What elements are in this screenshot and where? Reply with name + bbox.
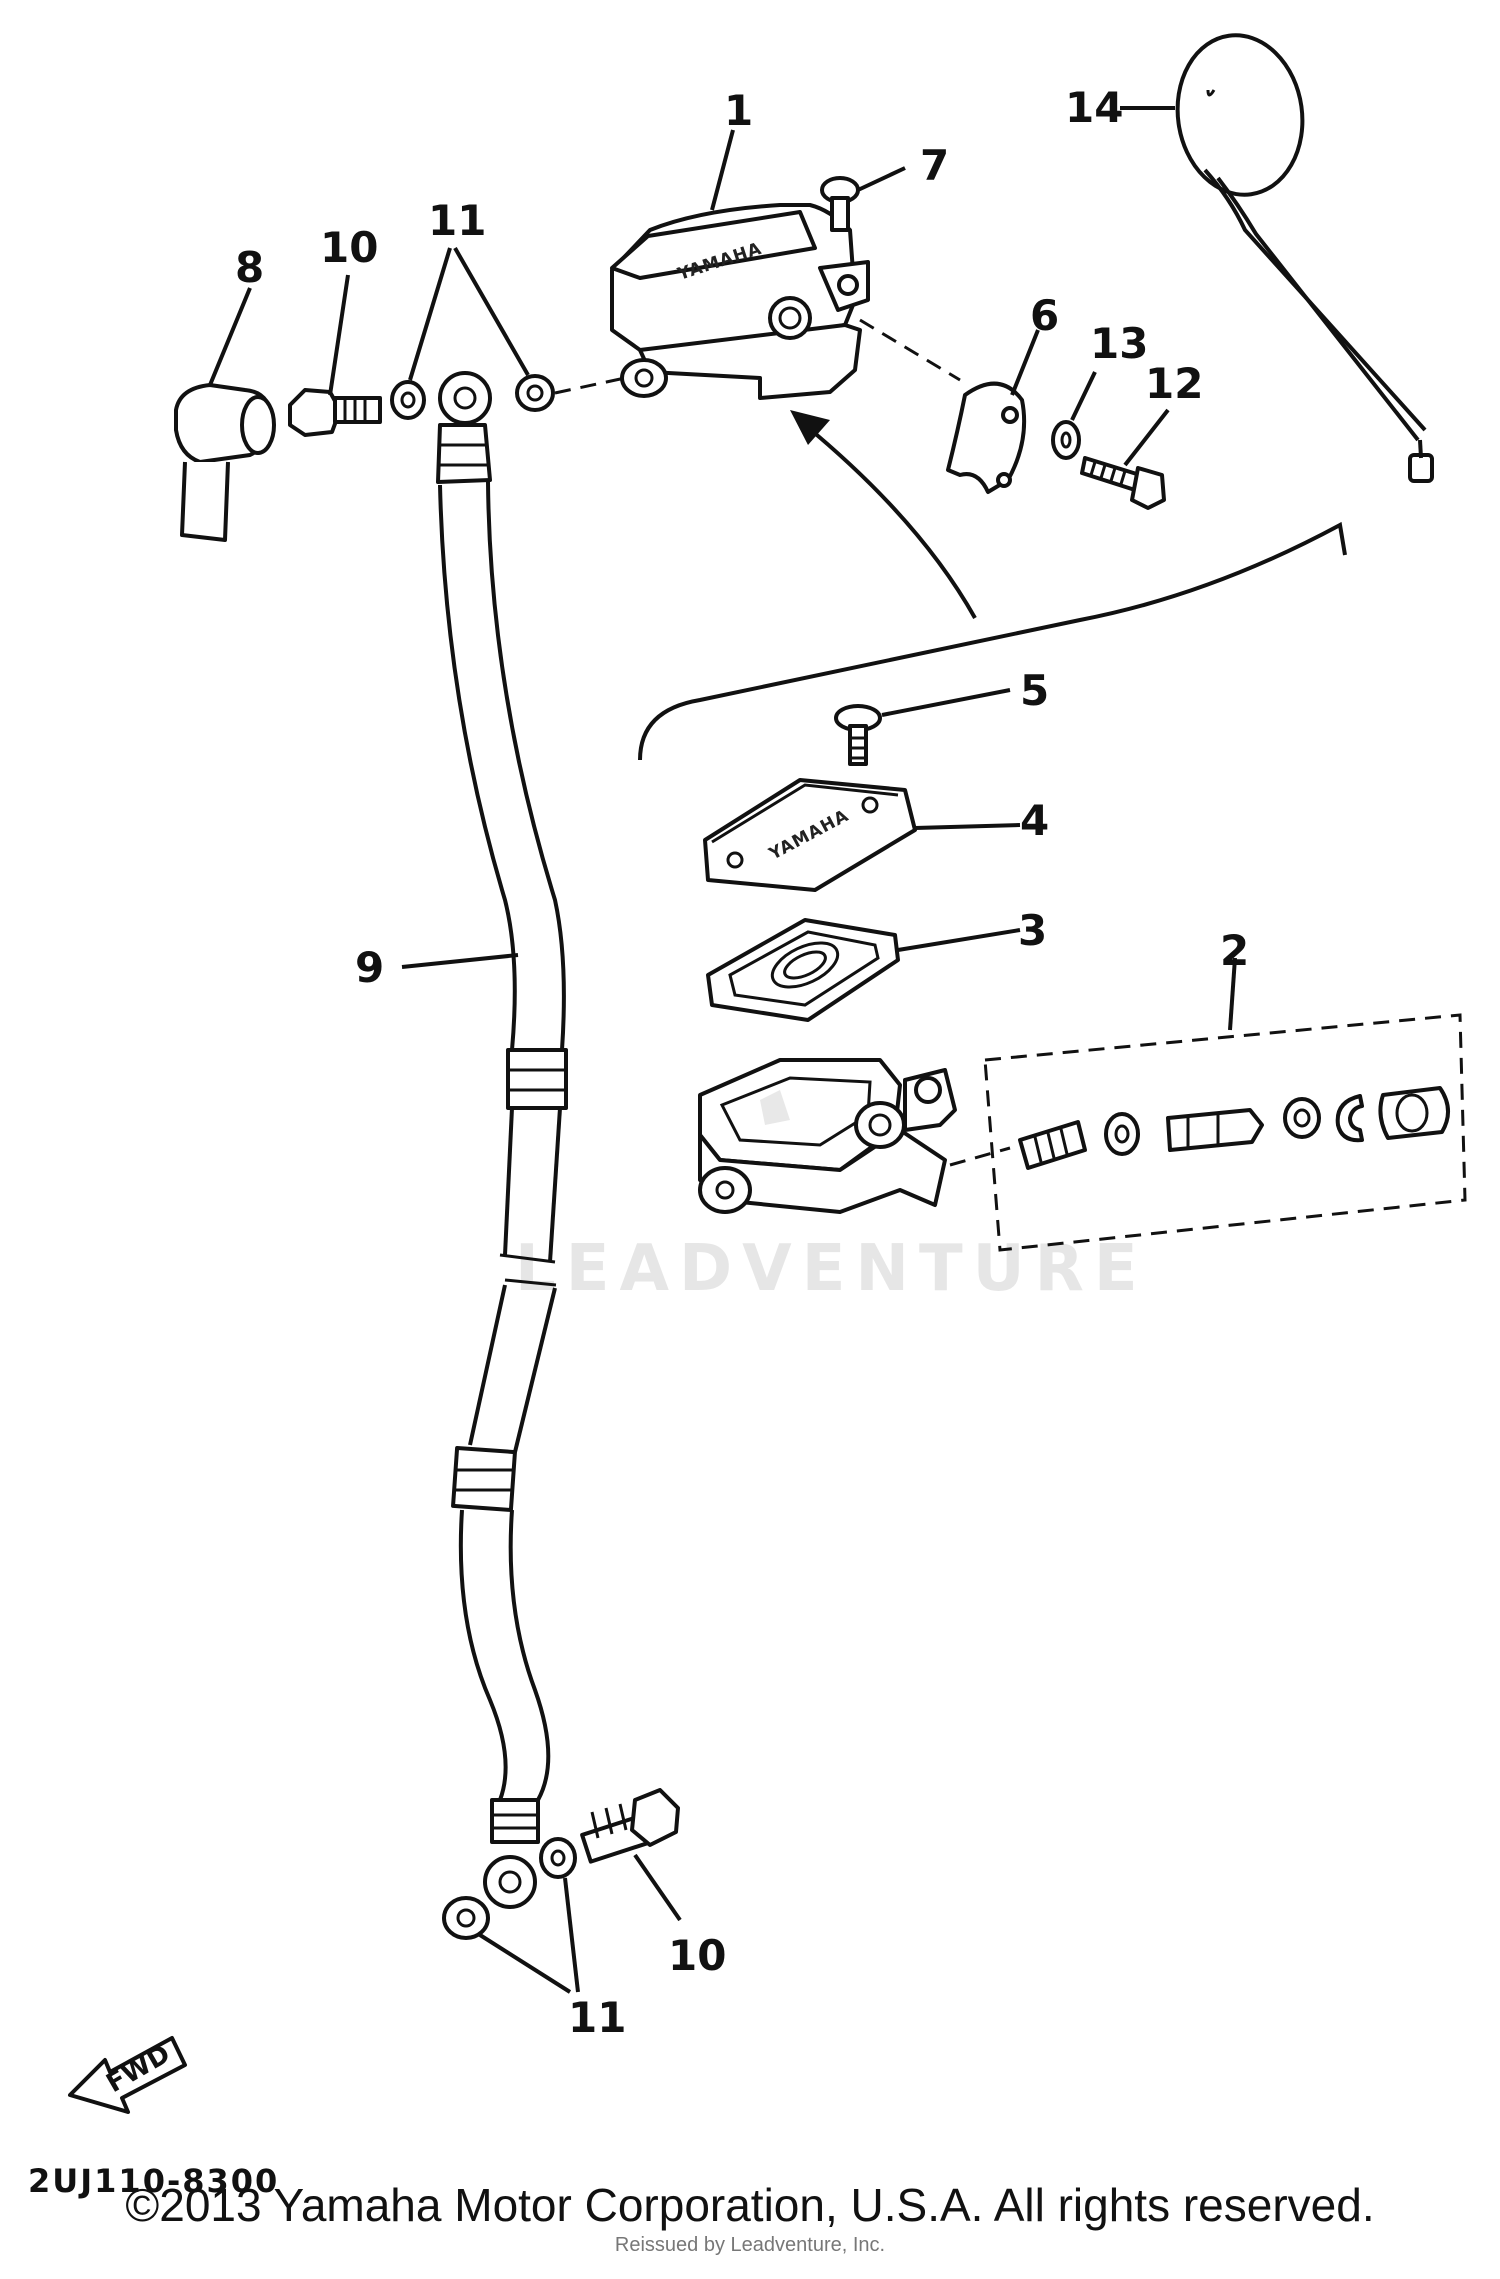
reissue-note: Reissued by Leadventure, Inc.: [614, 2234, 886, 2256]
callout-6: 6: [1030, 291, 1059, 340]
master-cylinder-body: [698, 1058, 957, 1214]
callout-10-lower: 10: [668, 1931, 726, 1980]
part-14-mirror: [1175, 33, 1434, 483]
part-3-diaphragm: [706, 918, 900, 1022]
part-9-brake-hose: [436, 371, 568, 1909]
part-6-holder: [946, 381, 1027, 494]
callout-9: 9: [355, 943, 384, 992]
callout-12: 12: [1145, 359, 1203, 408]
part-7-screw: [820, 176, 860, 232]
diagram-code: 2UJ110-8300: [28, 2162, 279, 2200]
part-12-bolt: [1080, 456, 1166, 510]
part-10-union-bolt-upper: [288, 388, 382, 437]
callout-8: 8: [235, 243, 264, 292]
callout-5: 5: [1020, 666, 1049, 715]
copyright-notice: ©2013 Yamaha Motor Corporation, U.S.A. A…: [125, 2179, 1375, 2231]
part-5-screw: [834, 704, 882, 766]
part-11-washer-lower-a: [442, 1896, 490, 1940]
callout-4: 4: [1020, 796, 1049, 845]
callout-11-upper: 11: [428, 196, 486, 245]
fwd-arrow-icon: FWD: [68, 2036, 187, 2114]
watermark: LEADVENTURE: [515, 1232, 1148, 1306]
part-13-washer: [1051, 420, 1081, 460]
part-11-washer-upper-a: [390, 380, 426, 420]
part-11-washer-lower-b: [539, 1837, 577, 1879]
callout-1: 1: [724, 86, 753, 135]
callout-7: 7: [920, 141, 949, 190]
part-2-cylinder-kit: [949, 1013, 1467, 1252]
part-8-boot: [174, 383, 276, 542]
callout-labels: 1 2 3 4 5 6 7 8 9 10 11 12 13 14 10 11: [235, 83, 1249, 2042]
callout-3: 3: [1018, 906, 1047, 955]
part-1-master-cylinder: YAMAHA: [610, 203, 870, 400]
callout-10-upper: 10: [320, 223, 378, 272]
callout-13: 13: [1090, 319, 1148, 368]
callout-2: 2: [1220, 926, 1249, 975]
callout-11-lower: 11: [568, 1993, 626, 2042]
part-4-cover: YAMAHA: [703, 778, 917, 892]
explode-indicator: [638, 410, 1347, 761]
callout-14: 14: [1065, 83, 1123, 132]
part-11-washer-upper-b: [515, 374, 555, 412]
part-10-union-bolt-lower: [580, 1788, 680, 1864]
